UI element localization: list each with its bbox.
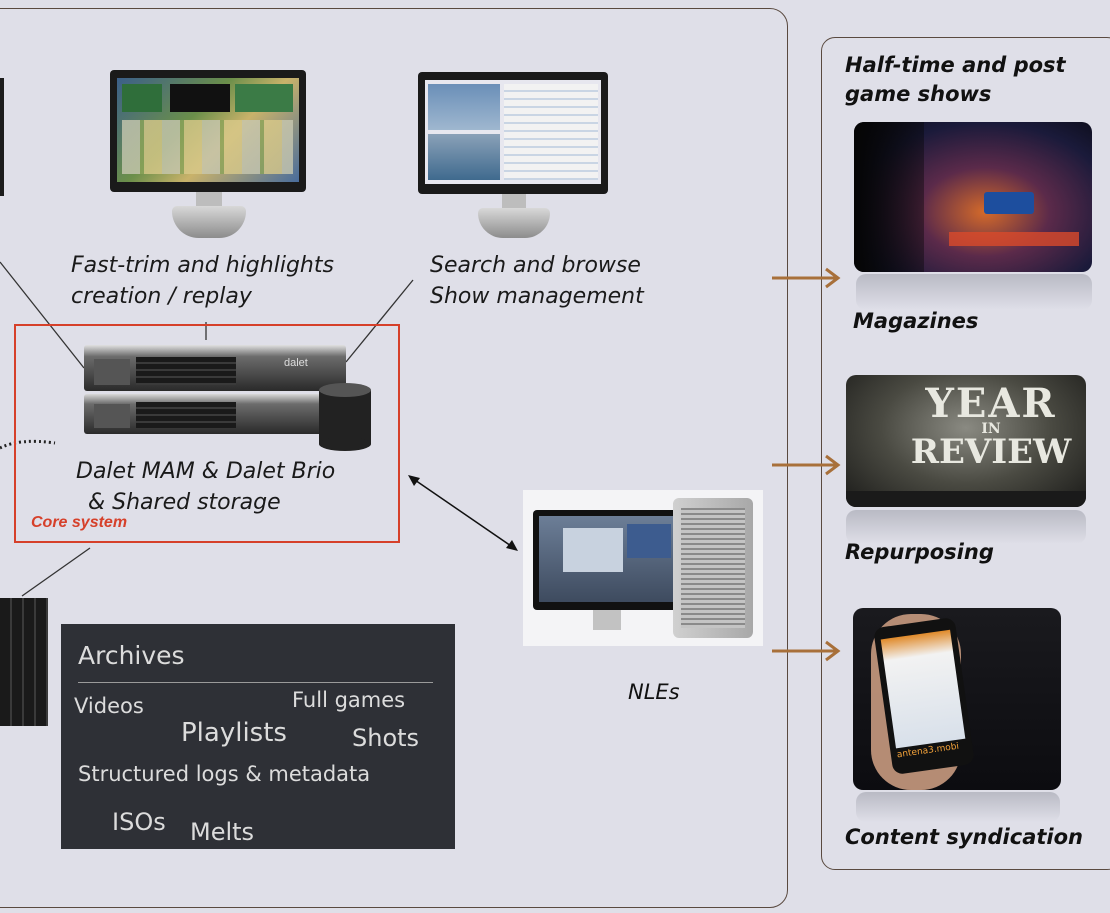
replay-monitor — [110, 70, 306, 238]
nle-label: NLEs — [628, 680, 680, 704]
nle-workstation — [523, 490, 763, 646]
halftime-heading-line1: Half-time and post — [845, 53, 1066, 77]
mobile-phone-image: antena3.mobi — [853, 608, 1061, 790]
main-workflow-frame — [0, 8, 788, 908]
studio-reflection — [856, 274, 1092, 310]
archive-item-isos: ISOs — [112, 808, 166, 836]
halftime-heading: Half-time and post game shows — [845, 51, 1066, 109]
archive-item-playlists: Playlists — [181, 718, 287, 748]
year-in-review-text: YEAR IN REVIEW — [906, 380, 1076, 473]
repurposing-label: Repurposing — [845, 540, 994, 564]
archive-item-full-games: Full games — [292, 688, 406, 712]
outputs-frame — [821, 37, 1110, 870]
yir-line1: YEAR — [925, 380, 1057, 427]
server-brand-top: dalet — [284, 357, 308, 369]
year-in-review-image: YEAR IN REVIEW — [846, 375, 1086, 507]
archives-title: Archives — [78, 641, 185, 670]
search-caption-line1: Search and browse — [430, 253, 641, 278]
syndication-label: Content syndication — [845, 825, 1083, 849]
replay-caption-line1: Fast-trim and highlights — [71, 253, 334, 278]
core-caption-line1: Dalet MAM & Dalet Brio — [76, 459, 336, 484]
studio-show-image — [854, 122, 1092, 272]
replay-caption: Fast-trim and highlights creation / repl… — [71, 250, 334, 312]
archive-item-melts: Melts — [190, 818, 255, 846]
phone-reflection — [856, 792, 1060, 822]
yir-line3: REVIEW — [910, 432, 1072, 473]
year-review-reflection — [846, 510, 1086, 544]
archive-item-logs: Structured logs & metadata — [78, 762, 371, 786]
core-system-box — [14, 324, 400, 543]
core-caption-line2: & Shared storage — [88, 490, 281, 515]
server-rack-top: dalet — [84, 345, 346, 391]
core-caption: Dalet MAM & Dalet Brio & Shared storage — [76, 456, 376, 518]
magazines-label: Magazines — [853, 309, 979, 333]
core-system-label: Core system — [31, 514, 128, 531]
archives-panel: Archives Videos Full games Playlists Sho… — [61, 624, 455, 849]
replay-caption-line2: creation / replay — [71, 284, 252, 309]
search-monitor — [418, 72, 608, 238]
search-caption: Search and browse Show management — [430, 250, 644, 312]
partial-monitor — [0, 78, 4, 196]
server-rack-bottom — [84, 394, 346, 434]
yir-line2: IN — [981, 421, 1001, 437]
archive-item-shots: Shots — [352, 724, 420, 752]
search-caption-line2: Show management — [430, 284, 644, 309]
halftime-heading-line2: game shows — [845, 82, 992, 106]
server-racks-image — [0, 598, 48, 726]
archive-item-videos: Videos — [74, 694, 144, 718]
archives-divider — [78, 682, 433, 683]
shared-storage-icon — [319, 383, 371, 451]
